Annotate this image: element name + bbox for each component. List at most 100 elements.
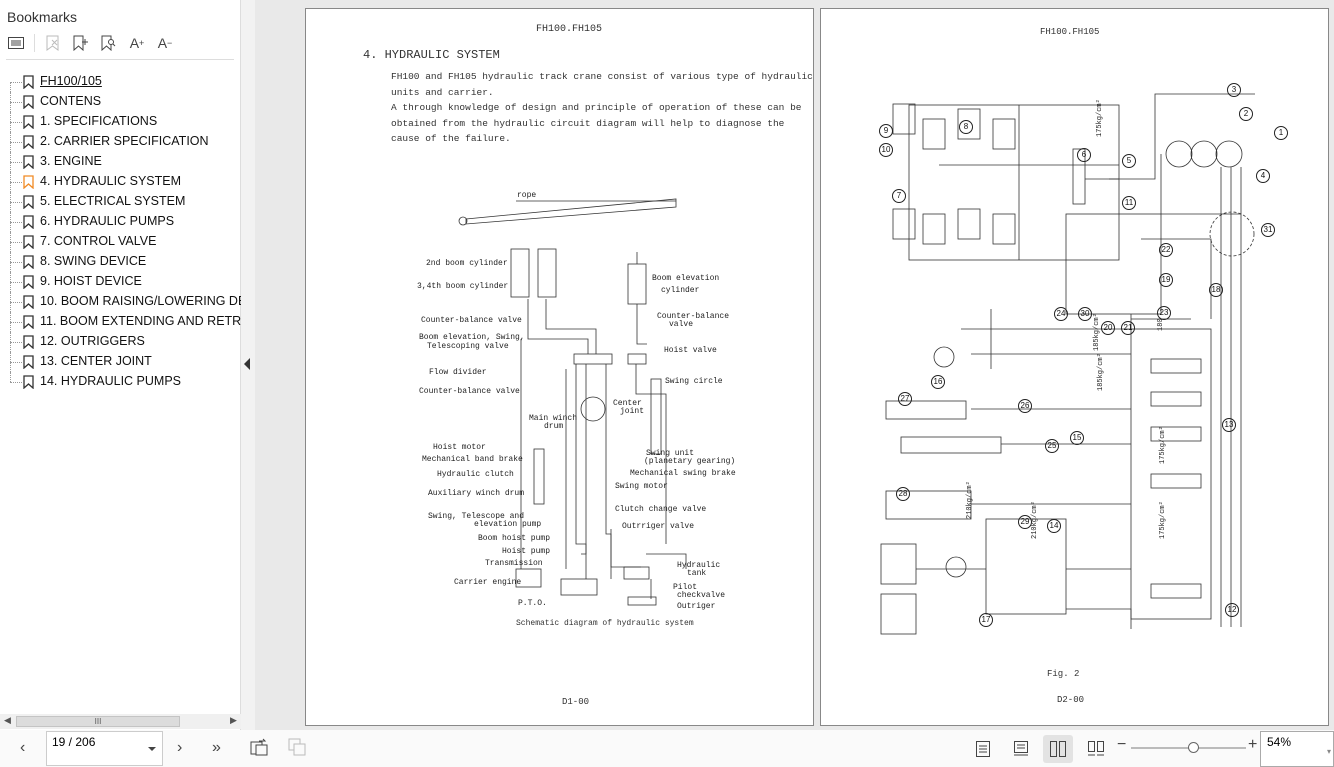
- last-page-button[interactable]: »: [212, 739, 221, 756]
- bookmark-item[interactable]: 2. CARRIER SPECIFICATION: [0, 132, 241, 152]
- control-valve-stack: [1130, 328, 1212, 620]
- previous-page-button[interactable]: ‹: [20, 739, 26, 756]
- paragraph-line: cause of the failure.: [391, 133, 511, 144]
- callout-number: 25: [1045, 439, 1059, 453]
- callout-number: 9: [879, 124, 893, 138]
- pressure-label: 175kg/cm²: [1159, 501, 1167, 539]
- diagram-label: Pilot: [673, 583, 698, 592]
- paragraph-line: obtained from the hydraulic circuit diag…: [391, 117, 785, 129]
- outrigger-valve-block: [623, 566, 650, 580]
- rotate-page-icon[interactable]: [250, 738, 268, 761]
- callout-number: 22: [1159, 243, 1173, 257]
- callout-number: 30: [1078, 307, 1092, 321]
- diagram-label: Hydraulic clutch: [437, 470, 514, 479]
- two-page-continuous-view-button[interactable]: [1081, 735, 1111, 763]
- callout-number: 27: [898, 392, 912, 406]
- valve-spool: [1150, 358, 1202, 374]
- horizontal-scrollbar[interactable]: ◀ III ▶: [0, 714, 241, 729]
- page-indicator[interactable]: 19 / 206: [52, 735, 96, 749]
- list-options-icon[interactable]: [6, 33, 26, 53]
- zoom-slider-thumb[interactable]: [1188, 742, 1200, 753]
- diagram-label: Clutch change valve: [615, 505, 707, 514]
- bookmark-item[interactable]: 5. ELECTRICAL SYSTEM: [0, 192, 241, 212]
- bookmark-item[interactable]: 6. HYDRAULIC PUMPS: [0, 212, 241, 232]
- continuous-view-button[interactable]: [1006, 735, 1036, 763]
- bookmark-icon: [23, 75, 34, 92]
- callout-number: 26: [1018, 399, 1032, 413]
- callout-number: 19: [1159, 273, 1173, 287]
- scroll-right-icon[interactable]: ▶: [230, 715, 237, 725]
- zoom-in-button[interactable]: +: [1248, 736, 1258, 753]
- page-number-input[interactable]: 19 / 206: [46, 731, 163, 766]
- bookmark-label: FH100/105: [40, 74, 102, 88]
- scroll-thumb[interactable]: III: [16, 716, 180, 727]
- collapse-panel-icon[interactable]: [244, 358, 250, 370]
- zoom-slider[interactable]: [1131, 742, 1246, 753]
- control-valve-block: [573, 353, 613, 365]
- callout-number: 24: [1054, 307, 1068, 321]
- bookmark-item[interactable]: 9. HOIST DEVICE: [0, 272, 241, 292]
- diagram-label: Hoist motor: [433, 443, 486, 452]
- increase-font-icon[interactable]: A+: [129, 35, 145, 51]
- scroll-left-icon[interactable]: ◀: [4, 715, 11, 725]
- callout-number: 1: [1274, 126, 1288, 140]
- diagram-label: Counter-balance valve: [421, 316, 522, 325]
- pump-block: [560, 578, 598, 596]
- panel-splitter[interactable]: [241, 0, 255, 730]
- bookmark-item[interactable]: 13. CENTER JOINT: [0, 352, 241, 372]
- page-code: D1-00: [562, 697, 590, 707]
- bookmark-item[interactable]: 3. ENGINE: [0, 152, 241, 172]
- two-page-view-button[interactable]: [1043, 735, 1073, 763]
- add-bookmark-icon[interactable]: [71, 33, 91, 53]
- page-header: FH100.FH105: [536, 24, 603, 35]
- bookmark-item[interactable]: 4. HYDRAULIC SYSTEM: [0, 172, 241, 192]
- navigation-toolbar: ‹ 19 / 206 › » − + 54%▾: [0, 730, 1334, 767]
- callout-number: 14: [1047, 519, 1061, 533]
- bookmark-item[interactable]: 12. OUTRIGGERS: [0, 332, 241, 352]
- single-page-view-button[interactable]: [968, 735, 998, 763]
- diagram-label: Counter-balance valve: [419, 387, 520, 396]
- hydraulic-circuit-diagram: [880, 93, 1255, 635]
- hydraulic-line: [1220, 167, 1242, 627]
- bookmark-item[interactable]: FH100/105: [0, 72, 241, 92]
- actuator: [922, 213, 946, 245]
- bookmark-item[interactable]: 7. CONTROL VALVE: [0, 232, 241, 252]
- bookmark-label: 4. HYDRAULIC SYSTEM: [40, 174, 182, 188]
- compare-pages-icon[interactable]: [288, 738, 306, 761]
- outrigger-jack: [880, 543, 917, 585]
- bookmark-item[interactable]: 14. HYDRAULIC PUMPS: [0, 372, 241, 392]
- bookmark-icon: [23, 175, 34, 192]
- find-bookmark-icon[interactable]: [99, 33, 119, 53]
- boom-outline: [465, 198, 677, 225]
- callout-number: 21: [1121, 321, 1135, 335]
- bookmark-item[interactable]: 11. BOOM EXTENDING AND RETRACTING: [0, 312, 241, 332]
- zoom-level-input[interactable]: 54%▾: [1260, 731, 1334, 767]
- bookmark-label: CONTENS: [40, 94, 102, 108]
- boom-cylinder: [510, 248, 530, 298]
- boom-cylinder: [537, 248, 557, 298]
- center-joint: [1209, 211, 1255, 257]
- bookmark-item[interactable]: CONTENS: [0, 92, 241, 112]
- bookmark-icon: [23, 235, 34, 252]
- next-page-button[interactable]: ›: [177, 739, 183, 756]
- boom-pivot: [458, 216, 468, 226]
- pressure-label: 180: [1157, 318, 1165, 331]
- chevron-down-icon[interactable]: [148, 747, 156, 751]
- actuator: [892, 208, 916, 240]
- callout-number: 16: [931, 375, 945, 389]
- diagram-label: Swing unit: [646, 449, 695, 458]
- bookmark-item[interactable]: 1. SPECIFICATIONS: [0, 112, 241, 132]
- diagram-label: Main winch: [529, 414, 578, 423]
- bookmark-item[interactable]: 10. BOOM RAISING/LOWERING DEVICE: [0, 292, 241, 312]
- bookmark-tree: FH100/105 CONTENS 1. SPECIFICATIONS 2. C…: [0, 72, 241, 392]
- decrease-font-icon[interactable]: A−: [157, 35, 173, 51]
- diagram-label: Auxiliary winch drum: [428, 489, 525, 498]
- diagram-label: Swing, Telescope and: [428, 512, 525, 521]
- bookmark-item[interactable]: 8. SWING DEVICE: [0, 252, 241, 272]
- paragraph-line: A through knowledge of design and princi…: [391, 102, 802, 113]
- valve-spool: [1150, 391, 1202, 407]
- delete-bookmark-icon[interactable]: [43, 33, 63, 53]
- zoom-out-button[interactable]: −: [1117, 736, 1127, 753]
- hydraulic-line: [1160, 154, 1241, 215]
- zoom-value[interactable]: 54%: [1267, 735, 1292, 749]
